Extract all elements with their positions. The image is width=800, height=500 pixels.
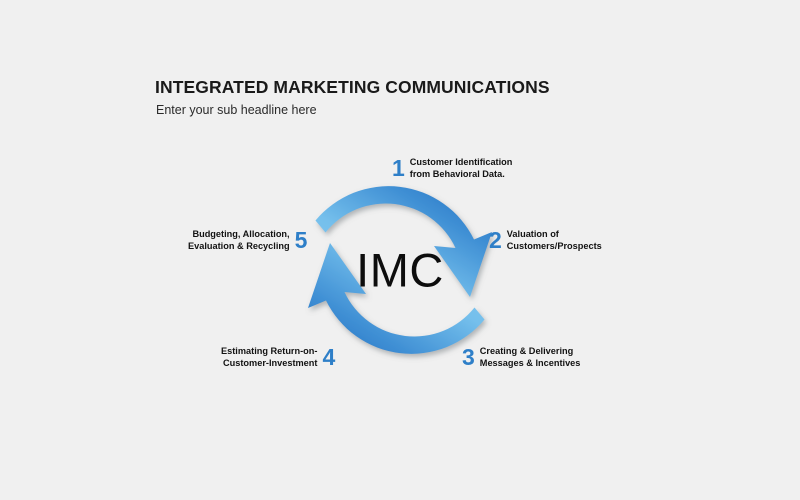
step-number-2: 2 <box>489 226 502 253</box>
step-caption-2: Valuation of Customers/Prospects <box>507 228 602 252</box>
step-caption-3: Creating & Delivering Messages & Incenti… <box>480 345 581 369</box>
step-number-5: 5 <box>294 226 308 253</box>
cycle-step-1[interactable]: 1 Customer Identification from Behaviora… <box>392 156 512 180</box>
step-caption-4-line2: Customer-Investment <box>223 358 318 369</box>
step-caption-3-line2: Messages & Incentives <box>479 358 581 369</box>
step-caption-3-line1: Creating & Delivering <box>479 346 574 356</box>
cycle-step-4[interactable]: Estimating Return-on- Customer-Investmen… <box>221 345 335 369</box>
step-caption-1-line1: Customer Identification <box>409 157 513 167</box>
step-caption-1: Customer Identification from Behavioral … <box>410 156 513 180</box>
step-caption-5-line1: Budgeting, Allocation, <box>192 229 290 239</box>
step-caption-2-line1: Valuation of <box>506 229 559 239</box>
step-number-1: 1 <box>392 154 405 181</box>
step-caption-4-line1: Estimating Return-on- <box>221 346 318 356</box>
page-subtitle: Enter your sub headline here <box>156 103 317 117</box>
step-number-3: 3 <box>462 343 475 370</box>
cycle-step-5[interactable]: Budgeting, Allocation, Evaluation & Recy… <box>188 228 307 252</box>
step-caption-5: Budgeting, Allocation, Evaluation & Recy… <box>188 228 290 252</box>
step-number-4: 4 <box>322 343 336 370</box>
imc-center-label: IMC <box>356 243 444 297</box>
step-caption-1-line2: from Behavioral Data. <box>409 169 505 180</box>
step-caption-2-line2: Customers/Prospects <box>506 241 602 252</box>
page-title: INTEGRATED MARKETING COMMUNICATIONS <box>155 77 550 97</box>
cycle-arrow-counterclockwise <box>308 243 485 354</box>
step-caption-5-line2: Evaluation & Recycling <box>188 241 290 252</box>
step-caption-4: Estimating Return-on- Customer-Investmen… <box>221 345 317 369</box>
cycle-arrow-clockwise <box>315 186 492 297</box>
cycle-step-2[interactable]: 2 Valuation of Customers/Prospects <box>489 228 602 252</box>
cycle-step-3[interactable]: 3 Creating & Delivering Messages & Incen… <box>462 345 580 369</box>
